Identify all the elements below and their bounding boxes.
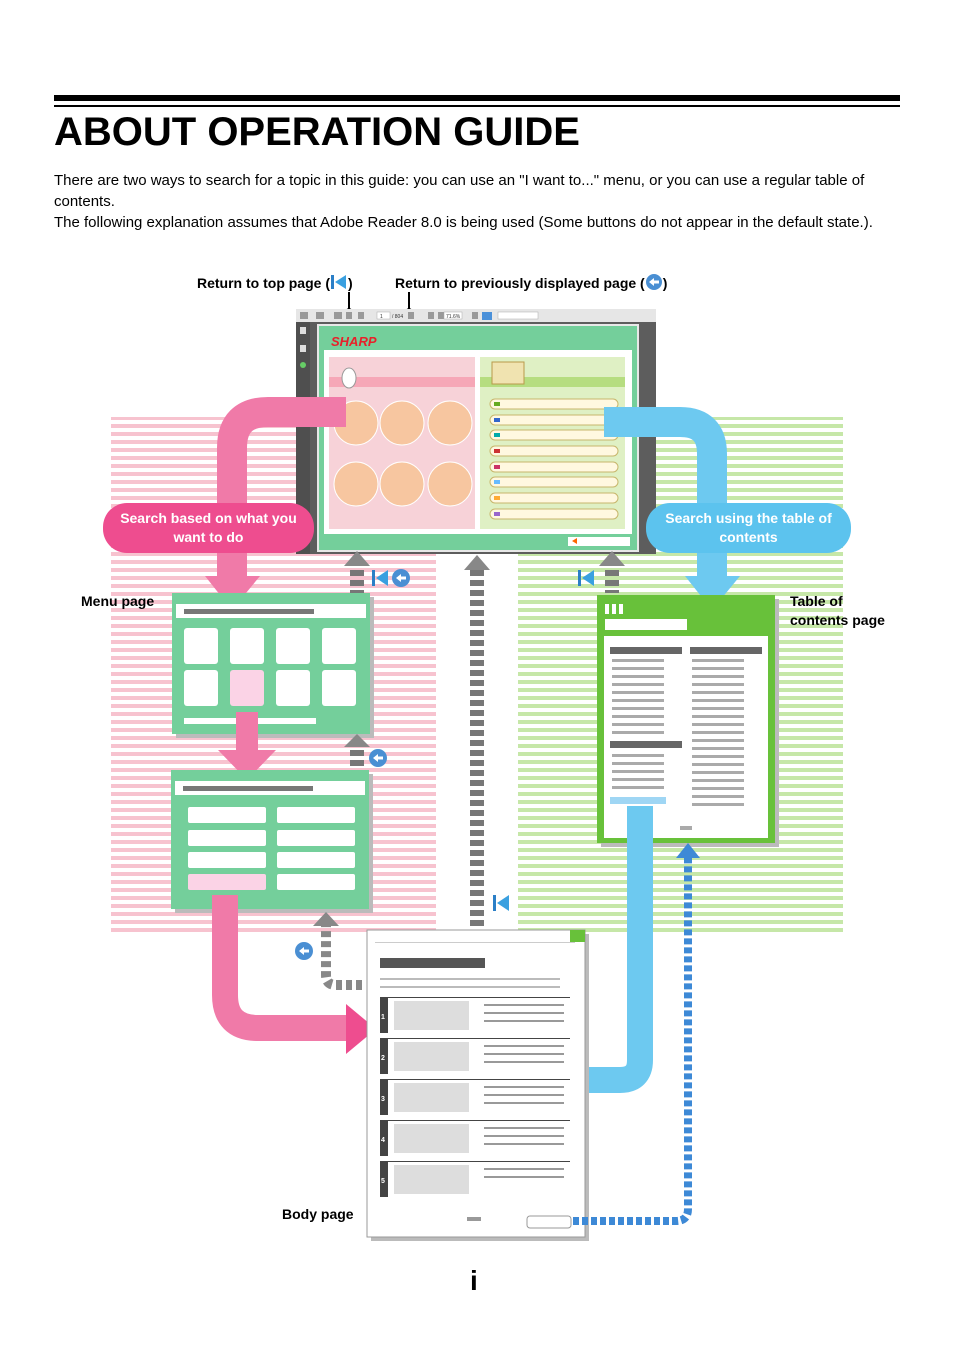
viewer-zoom: 71.6%: [446, 314, 461, 320]
back-icon: [392, 569, 410, 587]
return-top-label: Return to top page (): [197, 273, 353, 296]
blue-arrow-to-toc: [604, 407, 740, 610]
body-page-thumbnail: [366, 929, 589, 1241]
body-tab-number: 3: [381, 1096, 385, 1103]
search-toc-pill: Search using the table of contents: [646, 503, 851, 553]
intro-paragraph-1: There are two ways to search for a topic…: [54, 172, 865, 210]
page-number: i: [470, 1265, 478, 1296]
return-arrows: [313, 551, 625, 990]
back-icon: [295, 942, 313, 960]
header-rule-thin: [54, 105, 900, 107]
viewer-page-total: / 804: [392, 314, 403, 320]
top-page-icon: [493, 895, 509, 911]
intro-text: There are two ways to search for a topic…: [54, 170, 904, 233]
header-rule-thick: [54, 95, 900, 101]
body-tab-number: 4: [381, 1137, 385, 1144]
body-page-label: Body page: [282, 1206, 354, 1222]
menu-page-thumbnail: [172, 593, 374, 738]
toc-page-thumbnail: [597, 595, 779, 847]
page-title: ABOUT OPERATION GUIDE: [54, 110, 580, 154]
sharp-logo: SHARP: [331, 334, 377, 349]
back-icon: [369, 749, 387, 767]
intro-paragraph-2: The following explanation assumes that A…: [54, 214, 873, 231]
body-tab-number: 5: [381, 1178, 385, 1185]
top-page-icon: [372, 570, 388, 586]
reader-window: [296, 309, 656, 554]
submenu-page-thumbnail: [171, 770, 373, 913]
viewer-page-field: 1: [380, 314, 383, 320]
top-page-icon: [578, 570, 594, 586]
back-icon: [645, 273, 663, 296]
top-page-icon: [330, 273, 348, 296]
body-to-toc-link: [573, 843, 700, 1225]
return-prev-label: Return to previously displayed page (): [395, 273, 667, 296]
body-tab-number: 1: [381, 1014, 385, 1021]
search-menu-pill: Search based on what you want to do: [103, 503, 314, 553]
body-tab-number: 2: [381, 1055, 385, 1062]
menu-page-label: Menu page: [81, 593, 155, 609]
pink-arrow-to-body: [212, 895, 376, 1054]
toc-page-label: Table of contents page: [790, 593, 885, 628]
